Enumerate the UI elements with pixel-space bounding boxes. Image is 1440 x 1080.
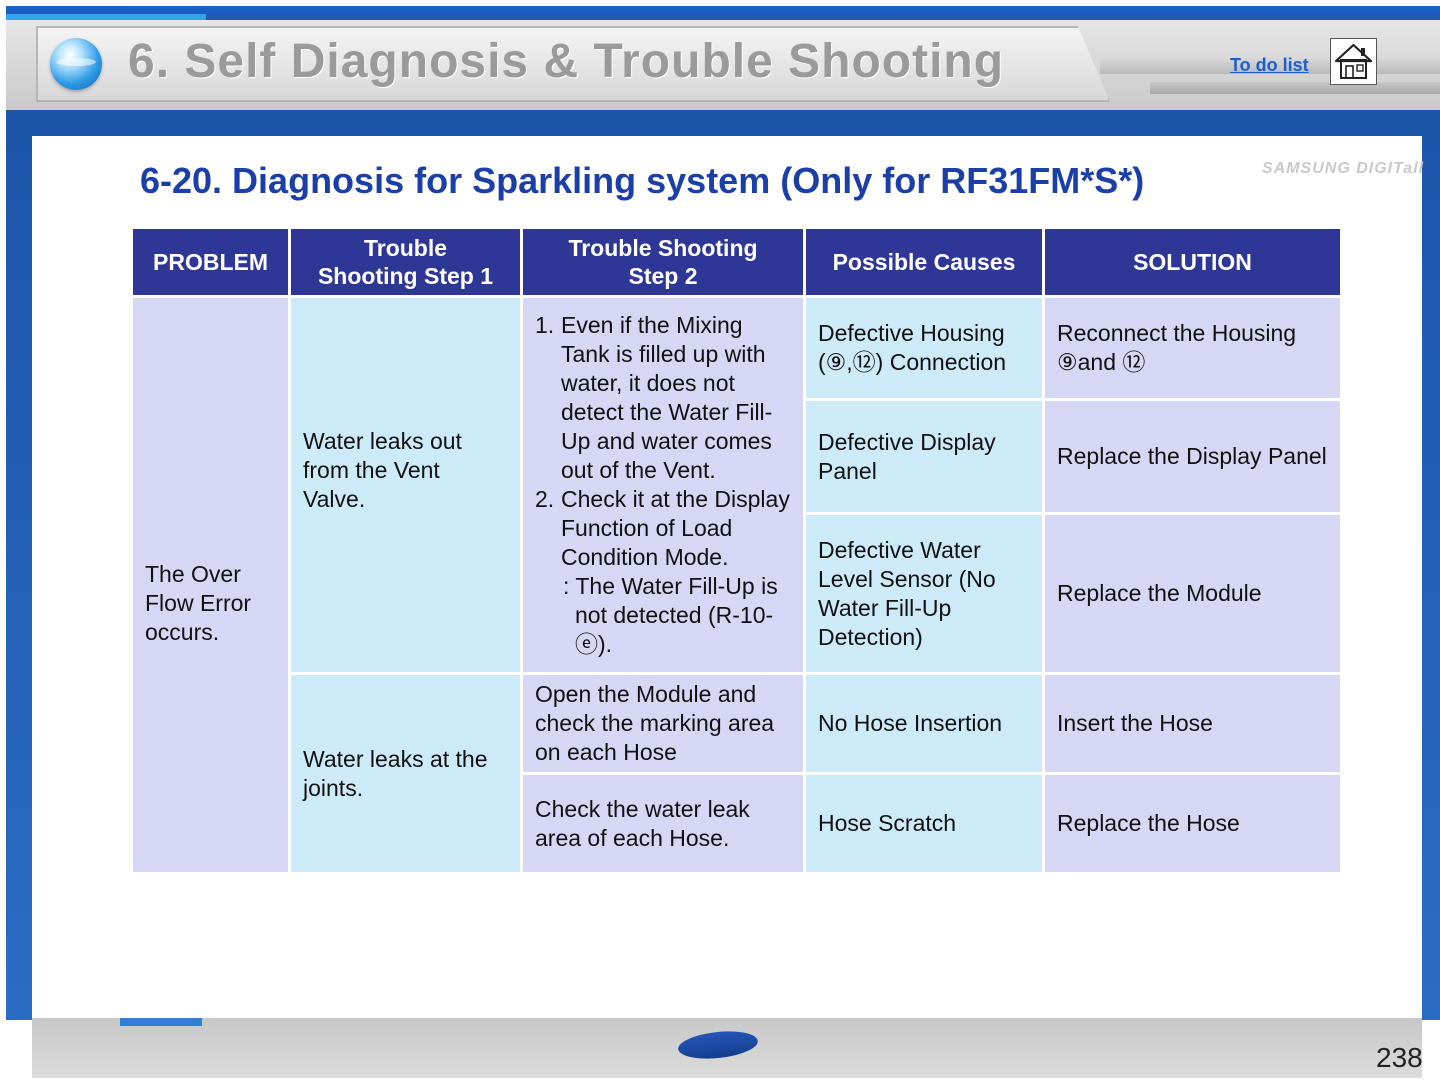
cause-cell: Hose Scratch: [806, 775, 1042, 872]
solution-cell: Replace the Display Panel: [1045, 401, 1340, 512]
solution-cell: Reconnect the Housing ⑨and ⑫: [1045, 298, 1340, 398]
table-row: Defective Water Level Sensor (No Water F…: [133, 515, 1340, 672]
header-step1-line1: Trouble: [363, 235, 448, 261]
cause-cell: No Hose Insertion: [806, 675, 1042, 772]
table-row: Defective Display Panel Replace the Disp…: [133, 401, 1340, 512]
samsung-digital-watermark: SAMSUNG DIGITall: [1262, 160, 1425, 177]
table-row: Check the water leak area of each Hose. …: [133, 775, 1340, 872]
page-subtitle: 6-20. Diagnosis for Sparkling system (On…: [140, 160, 1145, 201]
list-item-number: 1.: [535, 312, 555, 338]
header-solution: SOLUTION: [1045, 229, 1340, 295]
page-number: 238: [1376, 1042, 1423, 1073]
top-frame-accent: [6, 14, 206, 24]
list-item-note: : The Water Fill-Up is not detected (R-1…: [563, 573, 778, 657]
home-icon: [1334, 43, 1373, 79]
step2-cell: Check the water leak area of each Hose.: [523, 775, 803, 872]
list-item: 1. Even if the Mixing Tank is filled up …: [535, 311, 791, 485]
table-row: Water leaks at the joints. Open the Modu…: [133, 675, 1340, 872]
header-rail-lower: [1150, 82, 1440, 94]
step2-cell: Open the Module and check the marking ar…: [523, 675, 803, 772]
solution-cell: Replace the Module: [1045, 515, 1340, 672]
footer-accent: [120, 1018, 202, 1026]
home-button[interactable]: [1330, 38, 1377, 85]
table-row: The Over Flow Error occurs. Water leaks …: [133, 298, 1340, 872]
header-step2: Trouble Shooting Step 2: [523, 229, 803, 295]
diagnosis-table: PROBLEM Trouble Shooting Step 1 Trouble …: [130, 226, 1343, 875]
step1-cell: Water leaks out from the Vent Valve.: [291, 298, 520, 672]
cause-cell: Defective Water Level Sensor (No Water F…: [806, 515, 1042, 672]
header-step1-line2: Shooting Step 1: [317, 263, 494, 289]
step1-cell: Water leaks at the joints.: [291, 675, 520, 872]
list-item-text: Check it at the Display Function of Load…: [561, 486, 790, 570]
header-plate: [36, 26, 1110, 102]
header-step2-line2: Step 2: [628, 263, 698, 289]
header-step2-line1: Trouble Shooting: [568, 235, 758, 261]
table-header-row: PROBLEM Trouble Shooting Step 1 Trouble …: [133, 229, 1340, 295]
section-title: 6. Self Diagnosis & Trouble Shooting: [128, 35, 1005, 88]
header-step1: Trouble Shooting Step 1: [291, 229, 520, 295]
header-problem: PROBLEM: [133, 229, 288, 295]
list-item-number: 2.: [535, 486, 555, 512]
list-item: 2. Check it at the Display Function of L…: [535, 485, 791, 659]
solution-cell: Insert the Hose: [1045, 675, 1340, 772]
step2-cell: 1. Even if the Mixing Tank is filled up …: [523, 298, 803, 672]
solution-cell: Replace the Hose: [1045, 775, 1340, 872]
step2-list: 1. Even if the Mixing Tank is filled up …: [535, 311, 791, 659]
list-item-text: Even if the Mixing Tank is filled up wit…: [561, 312, 773, 483]
globe-icon: [50, 38, 102, 90]
todo-list-link[interactable]: To do list: [1230, 55, 1309, 75]
cause-cell: Defective Display Panel: [806, 401, 1042, 512]
top-frame-bar: [6, 6, 1440, 20]
header-causes: Possible Causes: [806, 229, 1042, 295]
problem-cell: The Over Flow Error occurs.: [133, 298, 288, 872]
cause-cell: Defective Housing (⑨,⑫) Connection: [806, 298, 1042, 398]
